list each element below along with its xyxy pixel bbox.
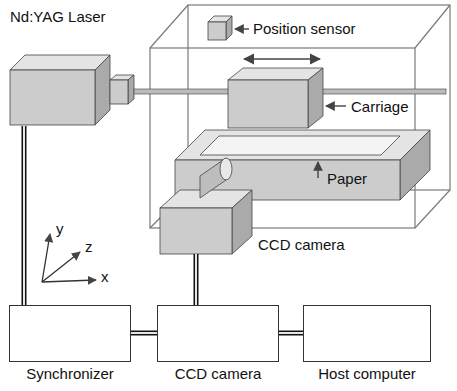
double-line-connector <box>24 126 25 305</box>
connector-inner <box>131 332 157 334</box>
laser-head-front <box>110 80 128 104</box>
laser-front <box>10 70 95 125</box>
enclosure-box <box>150 5 450 228</box>
axis-arrow <box>42 280 96 282</box>
motion-arrow <box>244 58 320 60</box>
axis-arrow <box>42 234 50 282</box>
box-caption: Synchronizer <box>9 365 131 383</box>
box-outline <box>303 305 431 362</box>
double-line-connector <box>279 333 303 334</box>
device-label: CCD camera <box>258 236 345 254</box>
connector-outer <box>194 254 199 305</box>
sensor-front <box>208 22 226 40</box>
axis-label: z <box>84 238 94 255</box>
axis-arrow <box>42 252 80 282</box>
platform-side <box>400 130 430 200</box>
connector-inner <box>195 254 197 305</box>
enclosure-edge <box>150 5 188 48</box>
camera-unit: CCD camera <box>158 148 353 254</box>
device-label: Nd:YAG Laser <box>10 8 106 26</box>
laser-top <box>10 55 110 70</box>
part-label: Paper <box>326 170 368 187</box>
laser-unit: Nd:YAG Laser <box>8 6 133 126</box>
camera-lens-end <box>220 158 232 180</box>
part-label: Position sensor <box>252 20 357 37</box>
process-box: Synchronizer <box>9 305 131 387</box>
enclosure-front-face <box>150 48 415 228</box>
box-outline <box>9 305 131 362</box>
axis-label: y <box>55 220 65 237</box>
leader-arrow <box>235 28 249 29</box>
double-line-connector <box>131 333 157 334</box>
leader-arrow <box>317 162 318 178</box>
connector-outer <box>22 126 27 305</box>
platform-top <box>175 130 430 160</box>
ccd-camera-body <box>160 158 252 254</box>
paper-sheet <box>200 136 400 155</box>
enclosure-edge <box>415 190 450 228</box>
process-box: CCD camera <box>157 305 279 387</box>
paper-platform <box>175 130 430 200</box>
connector-inner <box>279 332 303 334</box>
connector-outer <box>131 331 157 336</box>
carriage-block <box>228 68 323 128</box>
laser-side <box>95 55 110 125</box>
double-line-connector <box>196 254 197 305</box>
carriage-top <box>228 68 323 80</box>
box-caption: Host computer <box>303 365 431 383</box>
coordinate-axes <box>42 234 96 282</box>
carriage-front <box>228 80 308 128</box>
enclosure-edge <box>415 5 450 48</box>
sensor-side <box>226 16 232 40</box>
box-outline <box>157 305 279 362</box>
camera-front <box>160 208 232 254</box>
connector-inner <box>23 126 25 305</box>
box-caption: CCD camera <box>157 365 279 383</box>
laser-body <box>10 55 134 125</box>
laser-head-side <box>128 75 134 104</box>
leader-arrow <box>326 105 346 106</box>
part-label: Carriage <box>350 98 410 115</box>
carriage-side <box>308 68 323 128</box>
axis-label: x <box>100 268 110 285</box>
camera-side <box>232 190 252 254</box>
position-sensor-cube <box>208 16 232 40</box>
connector-outer <box>279 331 303 336</box>
process-box: Host computer <box>303 305 431 387</box>
